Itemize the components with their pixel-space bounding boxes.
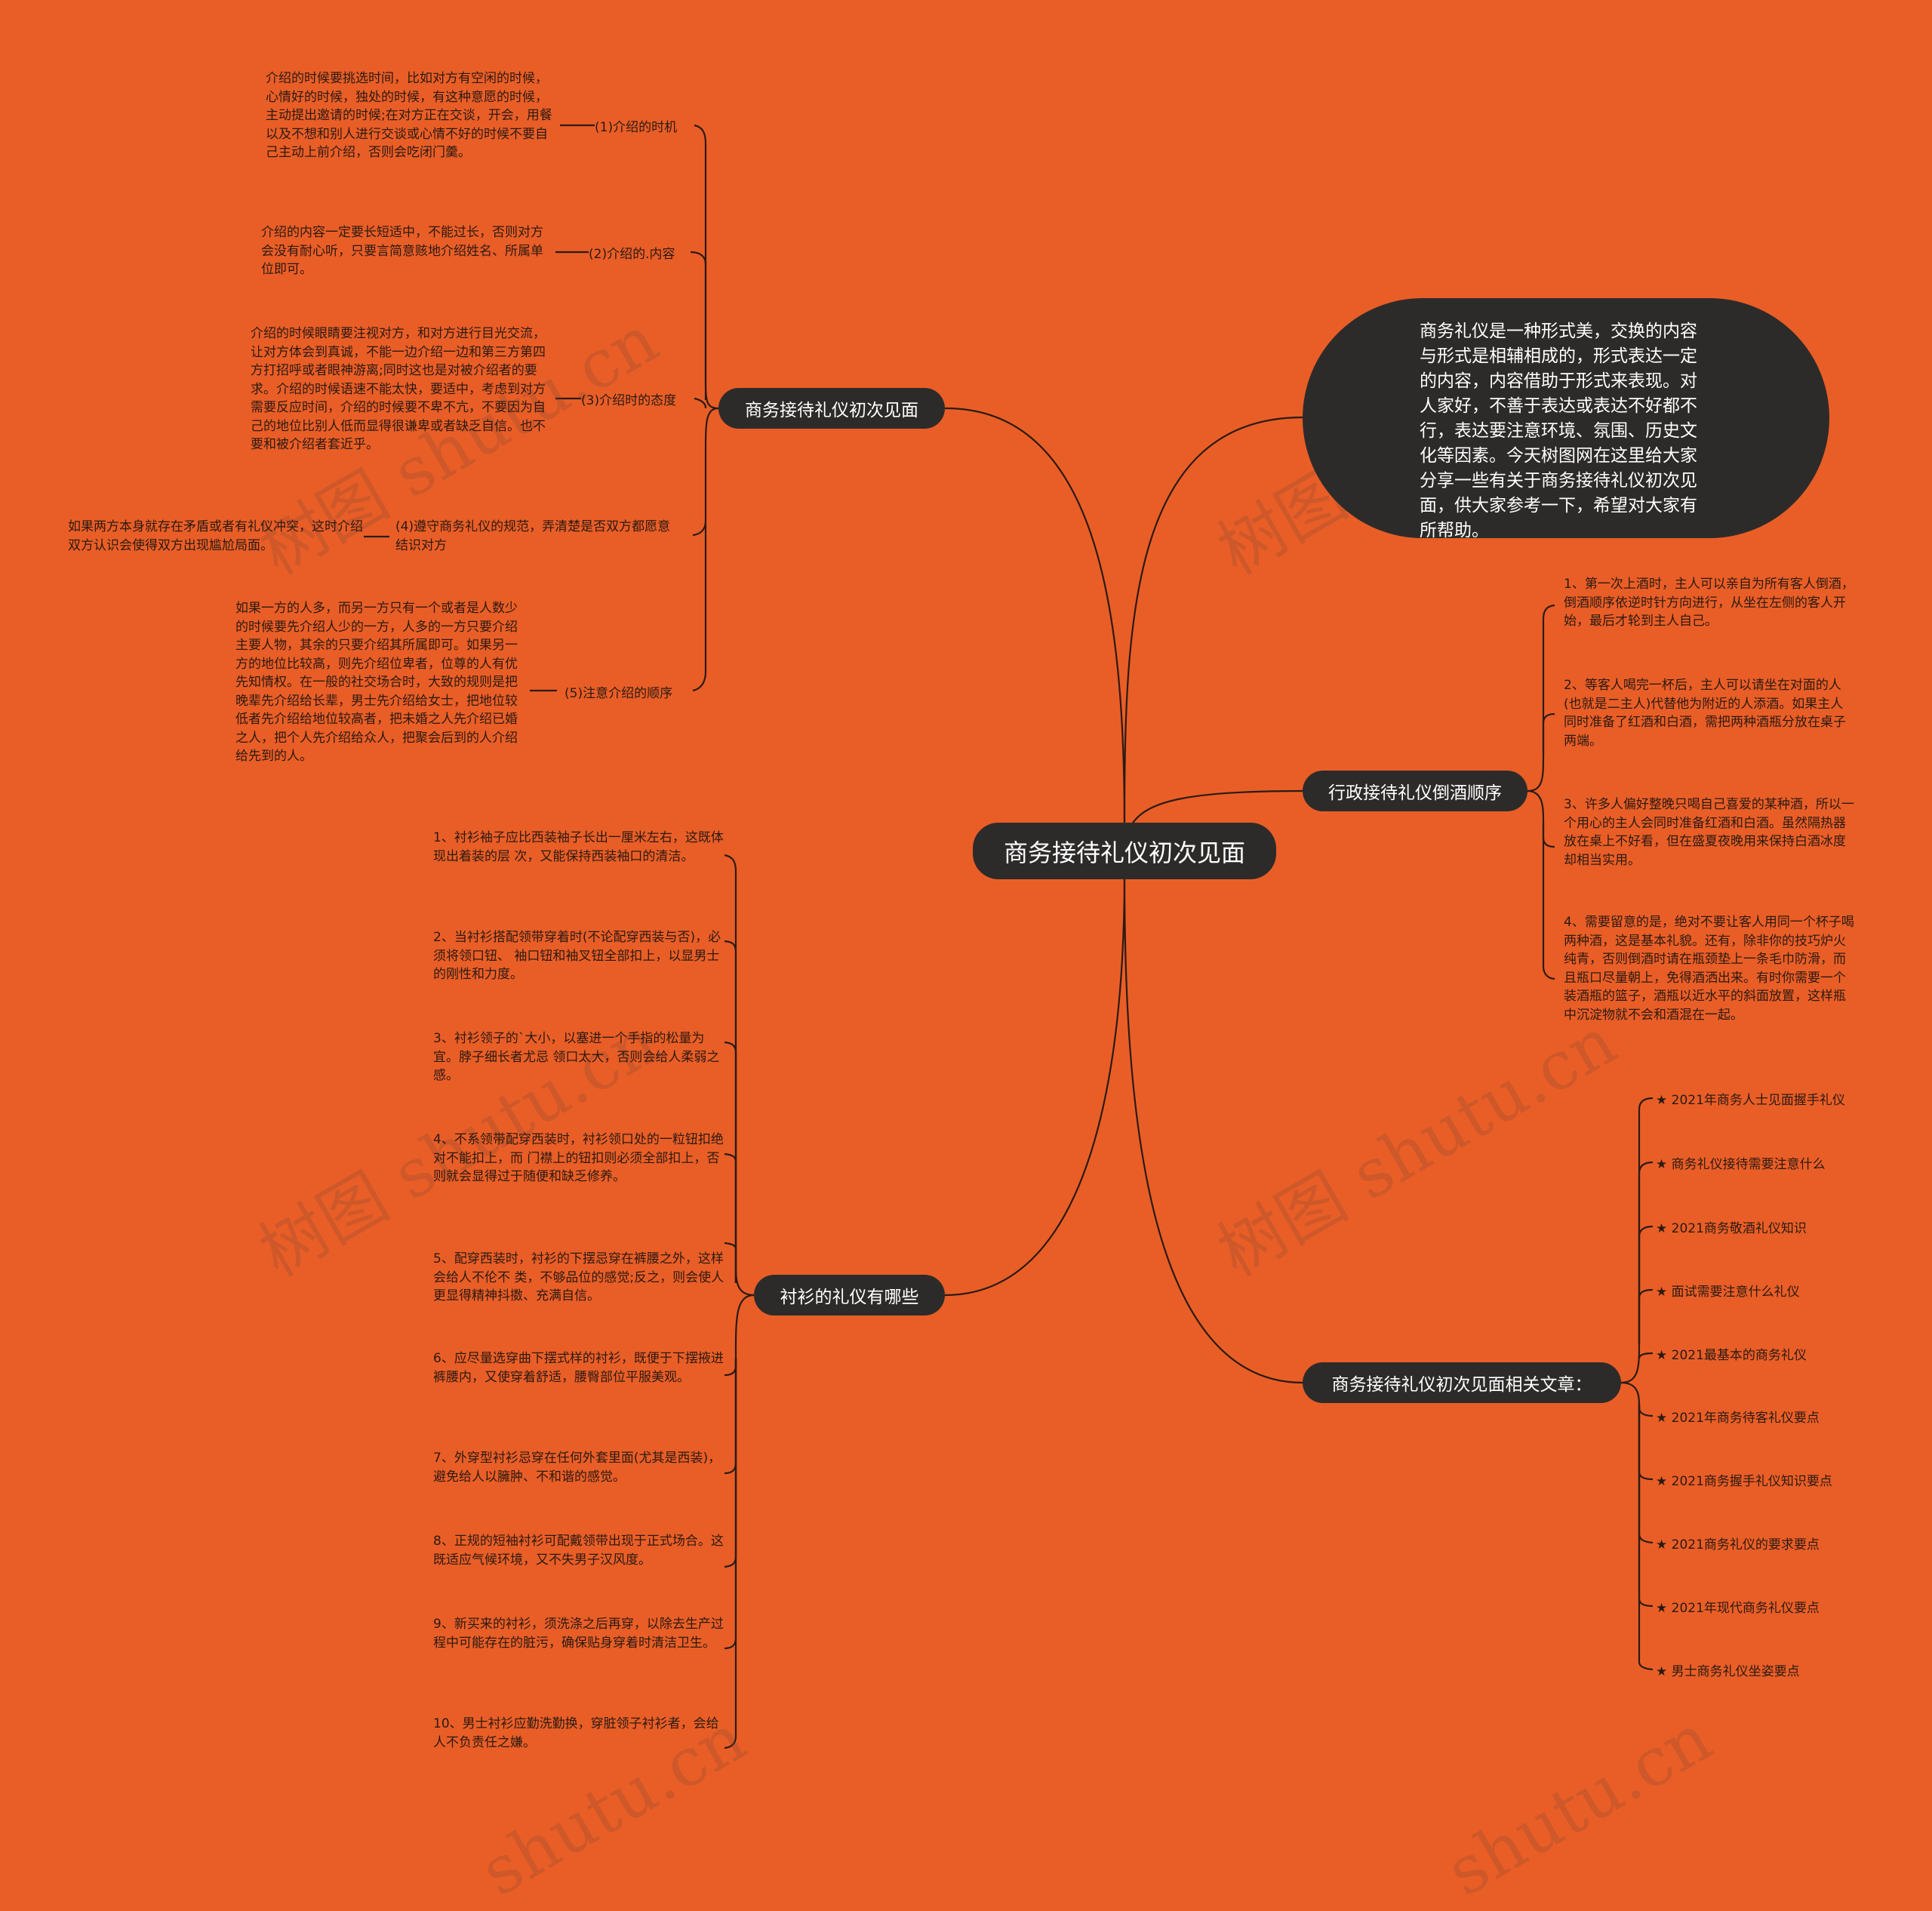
wine-item: 3、许多人偏好整晚只喝自己喜爱的某种酒，所以一个用心的主人会同时准备红酒和白酒。… bbox=[1564, 797, 1854, 868]
article-link[interactable]: ★ 2021商务敬酒礼仪知识 bbox=[1656, 1221, 1807, 1236]
leaf-intro-content: 介绍的内容一定要长短适中，不能过长，否则对方会没有耐心听，只要言简意赅地介绍姓名… bbox=[261, 225, 543, 277]
shirt-item: 4、不系领带配穿西装时，衬衫领口处的一粒钮扣绝对不能扣上，而 门襟上的钮扣则必须… bbox=[433, 1132, 724, 1184]
article-link[interactable]: ★ 商务礼仪接待需要注意什么 bbox=[1656, 1157, 1826, 1172]
shirt-item: 6、应尽量选穿曲下摆式样的衬衫，既便于下摆掖进裤腰内，又使穿着舒适，腰臀部位平服… bbox=[433, 1351, 724, 1385]
shirt-item: 9、新买来的衬衫，须洗涤之后再穿，以除去生产过程中可能存在的脏污，确保贴身穿着时… bbox=[433, 1617, 724, 1651]
sub-intro-norms-label: (4)遵守商务礼仪的规范，弄清楚是否双方都愿意结识对方 bbox=[395, 519, 671, 553]
leaf-intro-attitude: 介绍的时候眼睛要注视对方，和对方进行目光交流，让对方体会到真诚，不能一边介绍一边… bbox=[251, 326, 546, 452]
article-link[interactable]: ★ 男士商务礼仪坐姿要点 bbox=[1656, 1664, 1800, 1679]
sub-intro-timing[interactable]: (1)介绍的时机 bbox=[595, 120, 678, 135]
sub-intro-norms[interactable]: (4)遵守商务礼仪的规范，弄清楚是否双方都愿意结识对方 bbox=[395, 518, 682, 555]
central-topic[interactable]: 商务接待礼仪初次见面 bbox=[973, 823, 1276, 879]
wine-item: 1、第一次上酒时，主人可以亲自为所有客人倒酒，倒酒顺序依逆时针方向进行，从坐在左… bbox=[1564, 577, 1854, 629]
branch-shirt-etiquette[interactable]: 衬衫的礼仪有哪些 bbox=[754, 1275, 945, 1316]
connector-lines bbox=[364, 124, 1654, 1749]
shirt-item: 3、衬衫领子的`大小，以塞进一个手指的松量为宜。脖子细长者尤忌 领口太大，否则会… bbox=[433, 1031, 720, 1083]
branch-wine-order[interactable]: 行政接待礼仪倒酒顺序 bbox=[1303, 771, 1527, 811]
shirt-item: 7、外穿型衬衫忌穿在任何外套里面(尤其是西装)，避免给人以臃肿、不和谐的感觉。 bbox=[433, 1451, 721, 1485]
branch-first-meeting[interactable]: 商务接待礼仪初次见面 bbox=[718, 388, 945, 429]
shirt-item: 5、配穿西装时，衬衫的下摆忌穿在裤腰之外，这样会给人不伦不 类，不够品位的感觉;… bbox=[433, 1251, 724, 1303]
article-link[interactable]: ★ 2021年商务待客礼仪要点 bbox=[1656, 1411, 1820, 1426]
shirt-item: 2、当衬衫搭配领带穿着时(不论配穿西装与否)，必须将领口钮、 袖口钮和袖叉钮全部… bbox=[433, 930, 721, 982]
shirt-item: 8、正规的短袖衬衫可配戴领带出现于正式场合。这既适应气候环境，又不失男子汉风度。 bbox=[433, 1534, 724, 1568]
intro-text: 商务礼仪是一种形式美，交换的内容与形式是相辅相成的，形式表达一定的内容，内容借助… bbox=[1420, 322, 1697, 540]
shirt-item: 10、男士衬衫应勤洗勤换，穿脏领子衬衫者，会给人不负责任之嫌。 bbox=[433, 1716, 719, 1750]
branch-related-articles[interactable]: 商务接待礼仪初次见面相关文章： bbox=[1303, 1362, 1621, 1403]
article-link[interactable]: ★ 面试需要注意什么礼仪 bbox=[1656, 1285, 1800, 1300]
article-link[interactable]: ★ 2021年商务人士见面握手礼仪 bbox=[1656, 1093, 1845, 1108]
shirt-item: 1、衬衫袖子应比西装袖子长出一厘米左右，这既体现出着装的层 次，又能保持西装袖口… bbox=[433, 830, 724, 864]
sub-intro-order[interactable]: (5)注意介绍的顺序 bbox=[565, 686, 673, 701]
leaf-intro-timing: 介绍的时候要挑选时间，比如对方有空闲的时候，心情好的时候，独处的时候，有这种意愿… bbox=[266, 71, 552, 160]
wine-item: 4、需要留意的是，绝对不要让客人用同一个杯子喝两种酒，这是基本礼貌。还有，除非你… bbox=[1564, 915, 1854, 1023]
sub-intro-attitude[interactable]: (3)介绍时的态度 bbox=[581, 393, 677, 408]
wine-item: 2、等客人喝完一杯后，主人可以请坐在对面的人(也就是二主人)代替他为附近的人添酒… bbox=[1564, 678, 1846, 749]
article-link[interactable]: ★ 2021商务握手礼仪知识要点 bbox=[1656, 1474, 1832, 1489]
leaf-intro-norms: 如果两方本身就存在矛盾或者有礼仪冲突，这时介绍双方认识会使得双方出现尴尬局面。 bbox=[68, 519, 363, 553]
article-link[interactable]: ★ 2021年现代商务礼仪要点 bbox=[1656, 1601, 1820, 1616]
intro-bubble[interactable]: 商务礼仪是一种形式美，交换的内容与形式是相辅相成的，形式表达一定的内容，内容借助… bbox=[1303, 298, 1829, 540]
leaf-intro-order: 如果一方的人多，而另一方只有一个或者是人数少的时候要先介绍人少的一方，人多的一方… bbox=[235, 601, 518, 764]
article-link[interactable]: ★ 2021最基本的商务礼仪 bbox=[1656, 1348, 1807, 1363]
sub-intro-content[interactable]: (2)介绍的.内容 bbox=[589, 247, 675, 262]
article-link[interactable]: ★ 2021商务礼仪的要求要点 bbox=[1656, 1537, 1820, 1552]
